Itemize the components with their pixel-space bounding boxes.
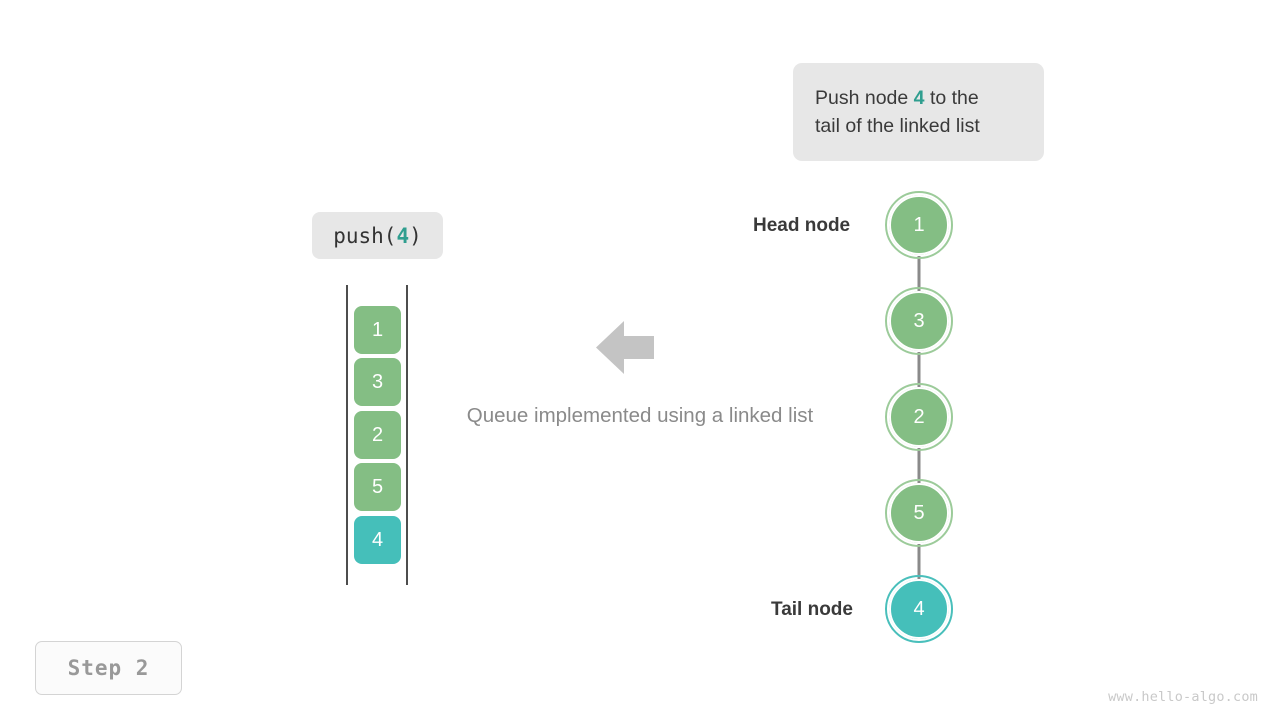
queue-item-value: 2 <box>371 423 384 446</box>
callout-text: Push node 4 to the tail of the linked li… <box>815 84 980 140</box>
queue-item-highlighted: 4 <box>354 516 401 564</box>
queue-item: 3 <box>354 358 401 406</box>
node-outer-ring <box>885 191 953 259</box>
watermark: www.hello-algo.com <box>1108 689 1258 705</box>
node-inner-ring <box>889 579 949 639</box>
operation-paren-close: ) <box>409 223 422 248</box>
queue-item-value: 1 <box>371 318 384 341</box>
queue-item: 1 <box>354 306 401 354</box>
diagram-caption: Queue implemented using a linked list <box>466 404 814 427</box>
linked-list-connectors <box>908 256 930 613</box>
queue-rail-right <box>406 285 408 585</box>
node-inner-ring <box>889 195 949 255</box>
node-outer-ring <box>885 575 953 643</box>
linked-list-node: 2 <box>885 383 953 451</box>
callout-suffix: to the <box>924 87 979 109</box>
queue-rail-left <box>346 285 348 585</box>
queue-item-value: 4 <box>371 528 384 551</box>
linked-list-node-highlighted: 4 <box>885 575 953 643</box>
queue-item: 2 <box>354 411 401 459</box>
linked-list-container: Head node Tail node 1 3 2 5 4 <box>740 180 1000 650</box>
operation-name: push( <box>333 223 397 248</box>
tail-node-label: Tail node <box>771 599 853 620</box>
operation-chip: push(4) <box>312 212 443 259</box>
left-arrow-icon <box>596 320 654 375</box>
queue-item-value: 5 <box>371 475 384 498</box>
node-outer-ring <box>885 479 953 547</box>
head-node-label: Head node <box>753 215 851 236</box>
queue-container: 1 3 2 5 4 <box>345 285 409 585</box>
operation-argument: 4 <box>396 223 410 248</box>
node-inner-ring <box>889 483 949 543</box>
node-outer-ring <box>885 287 953 355</box>
linked-list-node: 1 <box>885 191 953 259</box>
linked-list-node: 5 <box>885 479 953 547</box>
node-inner-ring <box>889 387 949 447</box>
callout-highlight-value: 4 <box>913 87 925 109</box>
callout-prefix: Push node <box>815 87 914 109</box>
step-badge: Step 2 <box>35 641 182 695</box>
queue-item: 5 <box>354 463 401 511</box>
node-outer-ring <box>885 383 953 451</box>
callout-line2: tail of the linked list <box>815 115 980 137</box>
callout-box: Push node 4 to the tail of the linked li… <box>793 63 1044 161</box>
linked-list-node: 3 <box>885 287 953 355</box>
queue-item-value: 3 <box>371 370 384 393</box>
node-inner-ring <box>889 291 949 351</box>
